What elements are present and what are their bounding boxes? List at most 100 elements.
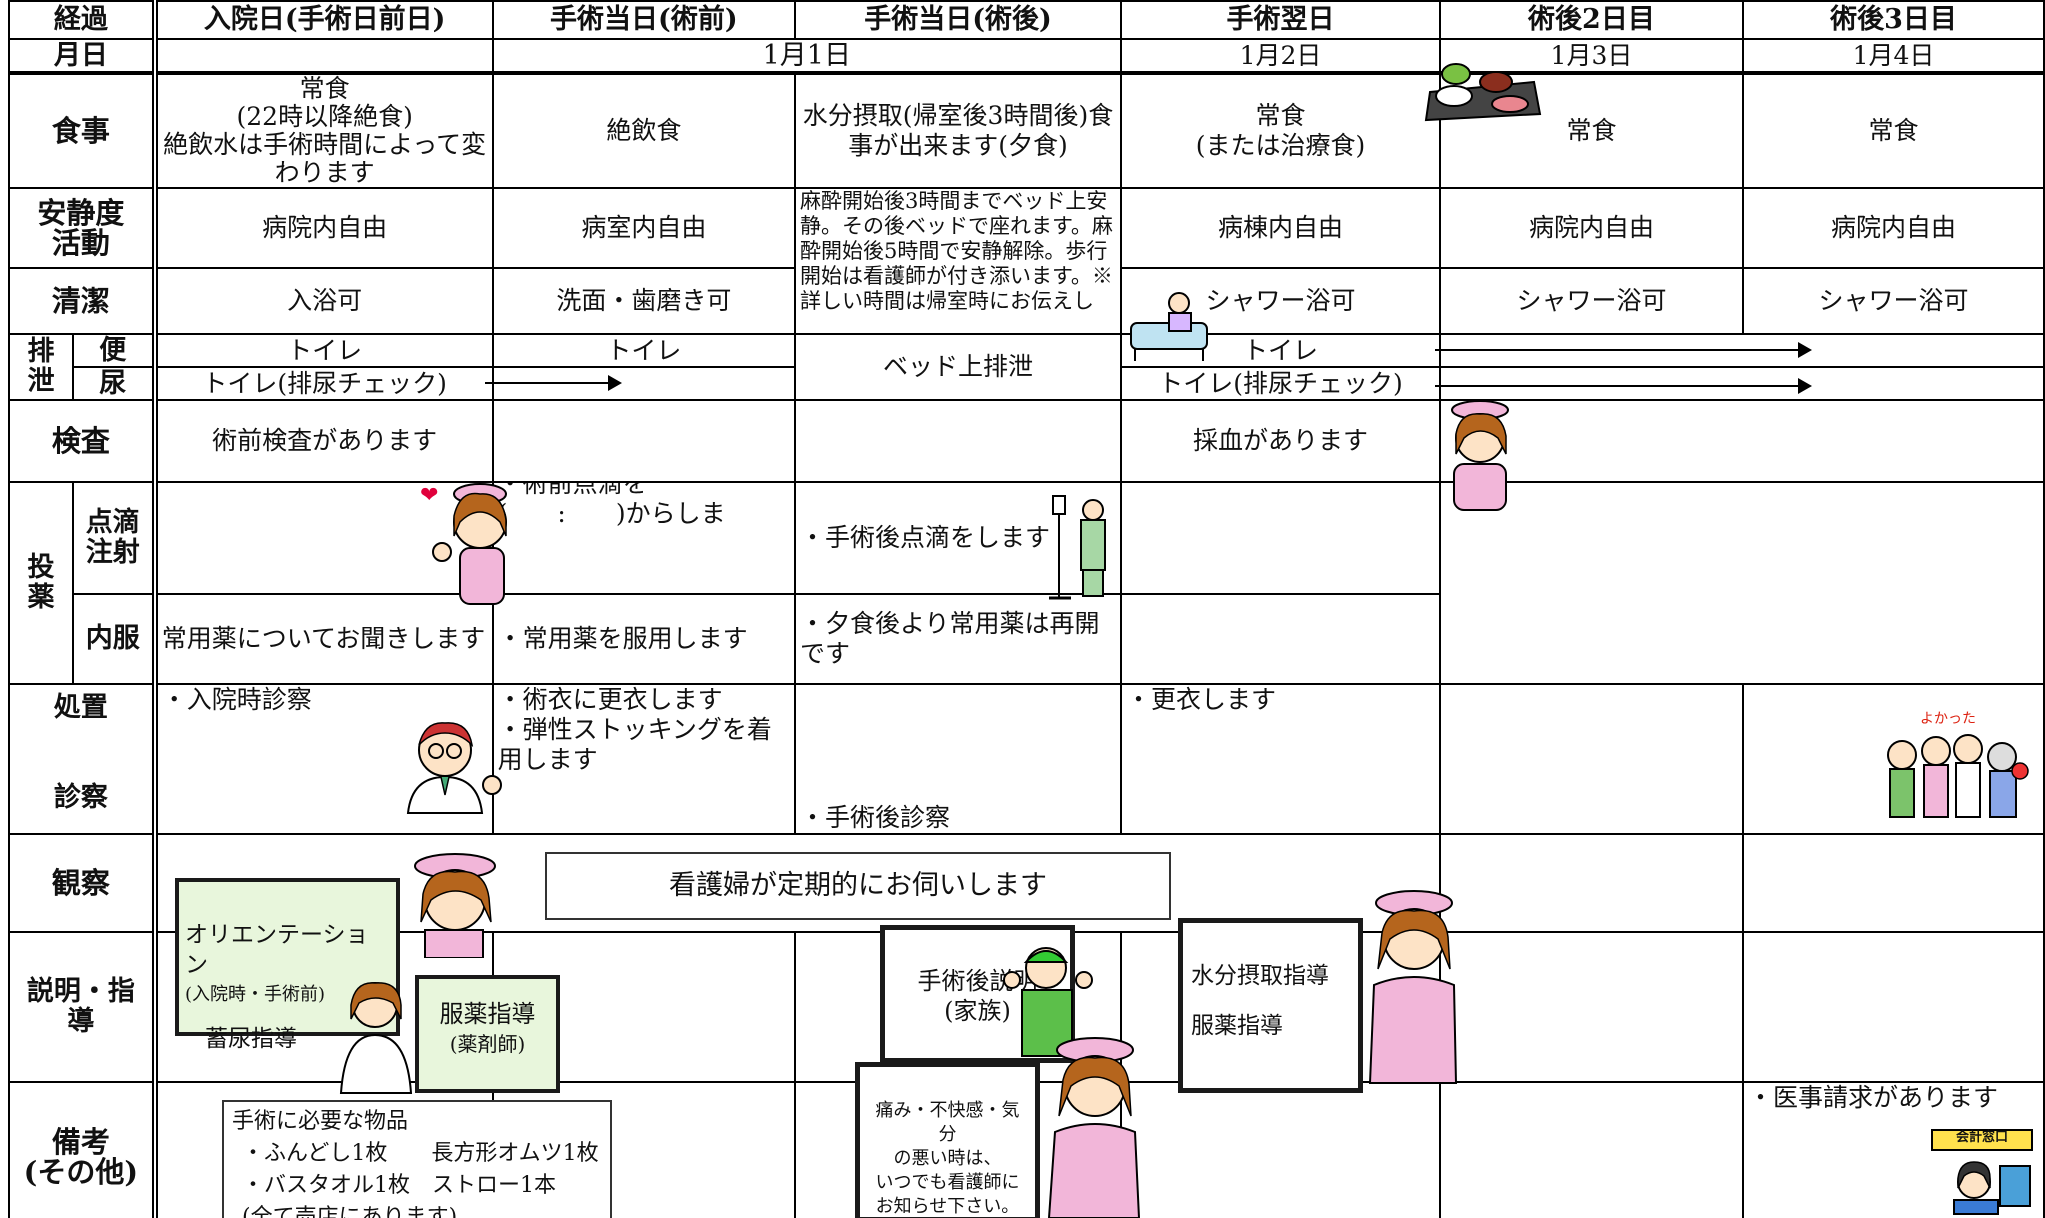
activity-day-2: 病室内自由 [491, 187, 797, 269]
row-label-notes-line1: 備考 [51, 1125, 110, 1159]
nurse-icon: ❤ [420, 483, 507, 605]
treatment-day-2-line2: ・弾性ストッキングを着用します [497, 715, 772, 774]
row-label-stool: 便 [71, 333, 158, 368]
svg-text:よかった: よかった [1920, 711, 1976, 727]
medication-guidance-line1: 服薬指導 [439, 1000, 536, 1028]
excretion-day-3: ベッド上排泄 [794, 333, 1122, 401]
header-day-3: 手術当日(術後) [794, 0, 1122, 40]
row-label-notes: 備考 (その他) [8, 1081, 158, 1218]
row-label-meal: 食事 [8, 72, 158, 189]
pain-notice-line3: いつでも看護師に [875, 1172, 1020, 1193]
drip-day-1 [153, 481, 494, 595]
hydration-guidance-line1: 水分摂取指導 [1191, 963, 1329, 989]
row-label-excretion: 排泄 [8, 333, 74, 401]
hygiene-day-1: 入浴可 [153, 267, 494, 335]
oral-day-1: 常用薬についてお聞きします [153, 593, 494, 685]
drip-day-4 [1119, 481, 1441, 595]
row-label-drip: 点滴 注射 [71, 481, 158, 595]
required-items-note: 手術に必要な物品 ・ふんどし1枚 長方形オムツ1枚 ・バスタオル1枚 ストロー1… [222, 1100, 612, 1218]
row-label-activity-line1: 安静度 [37, 196, 125, 230]
orientation-sign-sub: (入院時・手術前) [185, 984, 326, 1005]
row-label-exam: 検査 [8, 399, 158, 483]
meal-day-6: 常食 [1741, 72, 2045, 189]
urine-day-5 [1438, 366, 1743, 401]
row-label-oral: 内服 [71, 593, 158, 685]
header-date-4: 1月2日 [1119, 38, 1441, 75]
oral-day-4 [1119, 593, 1441, 685]
family-celebration-icon: よかった [1887, 711, 2029, 818]
stool-day-2: トイレ [491, 333, 796, 368]
header-date-1 [153, 38, 494, 75]
row-label-treatment-bottom: 診察 [53, 782, 108, 813]
meal-day-1: 常食 (22時以降絶食) 絶飲水は手術時間によって変わります [153, 72, 494, 189]
hygiene-day-6: シャワー浴可 [1741, 267, 2045, 335]
row-label-treatment: 処置 診察 [8, 683, 158, 835]
treatment-day-5 [1438, 683, 1744, 835]
row-label-notes-line2: (その他) [23, 1155, 139, 1189]
treatment-day-4: ・更衣します [1119, 683, 1441, 835]
orientation-sign-title: オリエンテーション [185, 922, 369, 978]
treatment-day-2: ・術衣に更衣します ・弾性ストッキングを着用します [491, 683, 797, 835]
patient-bed-icon [1130, 292, 1208, 361]
pain-notice-line1: 痛み・不快感・気分 [875, 1100, 1020, 1145]
row-label-drip-line1: 点滴 [85, 507, 140, 538]
drip-day-3: ・手術後点滴をします [794, 481, 1122, 595]
exam-day-1: 術前検査があります [153, 399, 494, 483]
header-date-5: 1月3日 [1438, 38, 1744, 75]
exam-day-6 [1742, 399, 2045, 483]
meal-day-2: 絶飲食 [491, 72, 797, 189]
stool-day-4: トイレ [1119, 333, 1441, 368]
meal-day-4: 常食 (または治療食) [1119, 72, 1441, 189]
guidance-day-5 [1438, 931, 1744, 1083]
hydration-guidance-line2: 服薬指導 [1191, 1013, 1283, 1039]
treatment-day-2-line1: ・術衣に更衣します [497, 685, 723, 714]
required-items-1: ・ふんどし1枚 長方形オムツ1枚 [242, 1141, 599, 1166]
header-day-4: 手術翌日 [1119, 0, 1441, 40]
heart-icon: ❤ [420, 483, 438, 508]
hygiene-day-2: 洗面・歯磨き可 [491, 267, 797, 335]
nurse-guidance-icon-1 [414, 853, 496, 958]
oral-day-2: ・常用薬を服用します [491, 593, 797, 685]
header-day-2: 手術当日(術前) [491, 0, 797, 40]
pain-notice-sign: 痛み・不快感・気分 の悪い時は、 いつでも看護師に お知らせ下さい。 [855, 1062, 1040, 1218]
pain-notice-line2: の悪い時は、 [893, 1148, 1002, 1169]
urine-day-4: トイレ(排尿チェック) [1119, 366, 1441, 401]
meal-day-1-line3: 絶飲水は手術時間によって変わります [163, 130, 487, 187]
cashier-counter-icon [1931, 1129, 2033, 1215]
stool-continue-arrow [1435, 342, 1812, 358]
nurse-notice-icon [1047, 1037, 1141, 1218]
hydration-guidance-sign: 水分摂取指導 服薬指導 [1178, 918, 1363, 1093]
header-date-6: 1月4日 [1741, 38, 2045, 75]
activity-day-3: 麻酔開始後3時間までベッド上安静。その後ベッドで座れます。麻酔開始後5時間で安静… [794, 187, 1122, 335]
drip-day-2-line1: ・術前点滴を [497, 482, 648, 498]
header-day-6: 術後3日目 [1741, 0, 2045, 40]
post-op-explanation-line2: (家族) [944, 997, 1011, 1025]
meal-day-1-line2: (22時以降絶食) [236, 102, 413, 131]
medication-guidance-sign: 服薬指導 (薬剤師) [415, 975, 560, 1093]
row-label-observation: 観察 [8, 833, 158, 933]
exam-day-2 [491, 399, 797, 483]
meal-day-4-line2: (または治療食) [1195, 131, 1366, 160]
row-label-hygiene: 清潔 [8, 267, 158, 335]
urine-day-1: トイレ(排尿チェック) [153, 366, 494, 401]
pain-notice-line4: お知らせ下さい。 [875, 1196, 1020, 1217]
observation-day-5 [1438, 833, 1744, 933]
row-label-drip-line2: 注射 [85, 537, 140, 568]
activity-day-1: 病院内自由 [153, 187, 494, 269]
row-label-urine: 尿 [71, 366, 158, 401]
iv-drip-patient-icon [1049, 495, 1106, 600]
required-items-title: 手術に必要な物品 [232, 1109, 409, 1134]
medication-guidance-line2: (薬剤師) [449, 1032, 526, 1056]
exam-day-3 [794, 399, 1122, 483]
doctor-icon [406, 722, 502, 814]
treatment-day-3: ・手術後診察 [794, 683, 1122, 835]
pharmacist-icon [339, 982, 413, 1094]
row-label-medication: 投薬 [8, 481, 74, 685]
cashier-counter-label: 会計窓口 [1955, 1130, 2008, 1145]
urine-day-6 [1742, 366, 2045, 401]
nurse-exam-icon [1451, 400, 1509, 511]
row-label-activity-line2: 活動 [51, 226, 110, 260]
exam-day-4: 採血があります [1119, 399, 1441, 483]
row-label-activity: 安静度 活動 [8, 187, 158, 269]
required-items-2: ・バスタオル1枚 ストロー1本 [242, 1173, 556, 1198]
